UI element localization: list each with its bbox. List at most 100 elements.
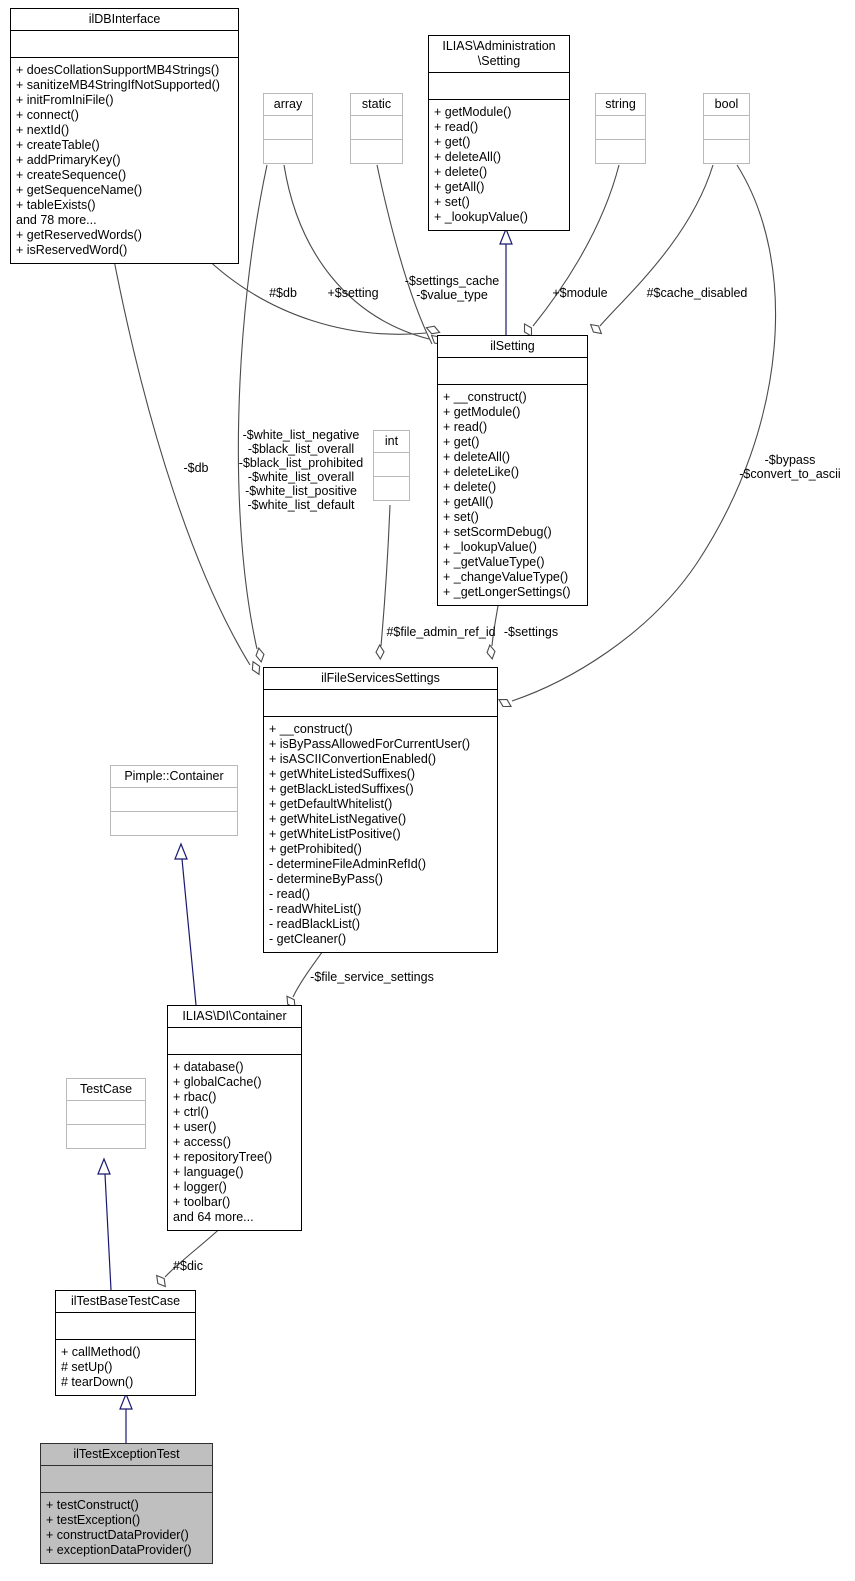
class-title: ILIAS\Administration \Setting	[442, 39, 556, 68]
class-methods: + testConstruct()+ testException()+ cons…	[41, 1492, 212, 1563]
member-row: + repositoryTree()	[173, 1150, 273, 1164]
member-row: + delete()	[434, 165, 488, 179]
member-row: + user()	[173, 1120, 217, 1134]
member-row: + addPrimaryKey()	[16, 153, 121, 167]
member-row: + initFromIniFile()	[16, 93, 114, 107]
class-box-ildbinterface[interactable]: ilDBInterface + doesCollationSupportMB4S…	[10, 8, 239, 264]
class-attributes-empty	[704, 115, 749, 139]
edge-label-file-admin-ref-id: #$file_admin_ref_id	[386, 625, 496, 639]
edge-label-module: +$module	[552, 286, 608, 300]
member-row: + getWhiteListPositive()	[269, 827, 401, 841]
class-methods-empty	[264, 139, 312, 163]
member-row: + read()	[443, 420, 488, 434]
class-box-iltestbasetestcase[interactable]: ilTestBaseTestCase + callMethod()# setUp…	[55, 1290, 196, 1396]
member-row: and 78 more...	[16, 213, 97, 227]
class-attributes-empty	[596, 115, 645, 139]
class-title: string	[605, 97, 636, 111]
class-title: ILIAS\DI\Container	[182, 1009, 287, 1023]
class-box-ilsetting[interactable]: ilSetting + __construct()+ getModule()+ …	[437, 335, 588, 606]
edge-label-db-filesettings: -$db	[183, 461, 209, 475]
member-row: + set()	[443, 510, 479, 524]
member-row: + isByPassAllowedForCurrentUser()	[269, 737, 471, 751]
member-row: and 64 more...	[173, 1210, 254, 1224]
edge-label-db-ilsetting: #$db	[269, 286, 297, 300]
class-title: ilDBInterface	[88, 12, 161, 26]
member-row: # setUp()	[61, 1360, 113, 1374]
edge-label-settings-cache: -$settings_cache -$value_type	[404, 274, 500, 302]
member-row: + getAll()	[443, 495, 494, 509]
member-row: + delete()	[443, 480, 497, 494]
class-box-array: array	[263, 93, 313, 164]
class-title: ilSetting	[490, 339, 535, 353]
class-methods-empty	[374, 476, 409, 500]
member-row: + read()	[434, 120, 479, 134]
edge-label-dic: #$dic	[173, 1259, 203, 1273]
class-attributes-empty	[264, 689, 497, 716]
class-title: ilTestBaseTestCase	[70, 1294, 181, 1308]
class-methods: + __construct()+ isByPassAllowedForCurre…	[264, 716, 497, 952]
member-row: + getBlackListedSuffixes()	[269, 782, 414, 796]
member-row: + get()	[434, 135, 471, 149]
class-attributes-empty	[56, 1312, 195, 1339]
class-attributes-empty	[351, 115, 402, 139]
class-attributes-empty	[438, 357, 587, 384]
class-attributes-empty	[429, 72, 569, 99]
member-row: + _changeValueType()	[443, 570, 569, 584]
edge-label-file-service-settings: -$file_service_settings	[310, 970, 434, 984]
member-row: + testException()	[46, 1513, 141, 1527]
member-row: + set()	[434, 195, 470, 209]
member-row: + isASCIIConvertionEnabled()	[269, 752, 437, 766]
class-methods-empty	[67, 1124, 145, 1148]
class-attributes-empty	[168, 1027, 301, 1054]
class-title: int	[384, 434, 399, 448]
member-row: + tableExists()	[16, 198, 96, 212]
class-box-ilias-administration-setting[interactable]: ILIAS\Administration \Setting + getModul…	[428, 35, 570, 231]
member-row: + getDefaultWhitelist()	[269, 797, 393, 811]
member-row: + nextId()	[16, 123, 70, 137]
member-row: + doesCollationSupportMB4Strings()	[16, 63, 220, 77]
member-row: + getReservedWords()	[16, 228, 142, 242]
member-row: # tearDown()	[61, 1375, 134, 1389]
class-title: bool	[714, 97, 739, 111]
member-row: + testConstruct()	[46, 1498, 139, 1512]
member-row: - read()	[269, 887, 310, 901]
edge-label-cache-disabled: #$cache_disabled	[646, 286, 748, 300]
member-row: + database()	[173, 1060, 244, 1074]
class-box-pimple-container: Pimple::Container	[110, 765, 238, 836]
member-row: + get()	[443, 435, 480, 449]
member-row: - readWhiteList()	[269, 902, 362, 916]
member-row: + constructDataProvider()	[46, 1528, 189, 1542]
class-methods-empty	[111, 811, 237, 835]
class-title: array	[273, 97, 303, 111]
member-row: + __construct()	[269, 722, 353, 736]
member-row: + getProhibited()	[269, 842, 362, 856]
class-attributes-empty	[374, 452, 409, 476]
member-row: + getModule()	[443, 405, 521, 419]
member-row: + deleteAll()	[434, 150, 502, 164]
class-methods-empty	[351, 139, 402, 163]
member-row: + language()	[173, 1165, 244, 1179]
member-row: - readBlackList()	[269, 917, 360, 931]
class-box-iltestexceptiontest[interactable]: ilTestExceptionTest + testConstruct()+ t…	[40, 1443, 213, 1564]
member-row: - getCleaner()	[269, 932, 347, 946]
class-box-ilfileservicessettings[interactable]: ilFileServicesSettings + __construct()+ …	[263, 667, 498, 953]
member-row: + createSequence()	[16, 168, 127, 182]
class-title: Pimple::Container	[124, 769, 224, 783]
class-title: ilFileServicesSettings	[321, 671, 440, 685]
member-row: + callMethod()	[61, 1345, 141, 1359]
member-row: + deleteLike()	[443, 465, 520, 479]
member-row: + _lookupValue()	[434, 210, 528, 224]
member-row: + _getValueType()	[443, 555, 545, 569]
member-row: + rbac()	[173, 1090, 217, 1104]
class-box-ilias-di-container[interactable]: ILIAS\DI\Container + database()+ globalC…	[167, 1005, 302, 1231]
member-row: + logger()	[173, 1180, 227, 1194]
class-methods: + __construct()+ getModule()+ read()+ ge…	[438, 384, 587, 605]
member-row: + __construct()	[443, 390, 527, 404]
member-row: - determineFileAdminRefId()	[269, 857, 426, 871]
member-row: + _lookupValue()	[443, 540, 537, 554]
edge-label-setting: +$setting	[327, 286, 379, 300]
class-attributes-empty	[41, 1465, 212, 1492]
member-row: - determineByPass()	[269, 872, 383, 886]
member-row: + getWhiteListNegative()	[269, 812, 407, 826]
